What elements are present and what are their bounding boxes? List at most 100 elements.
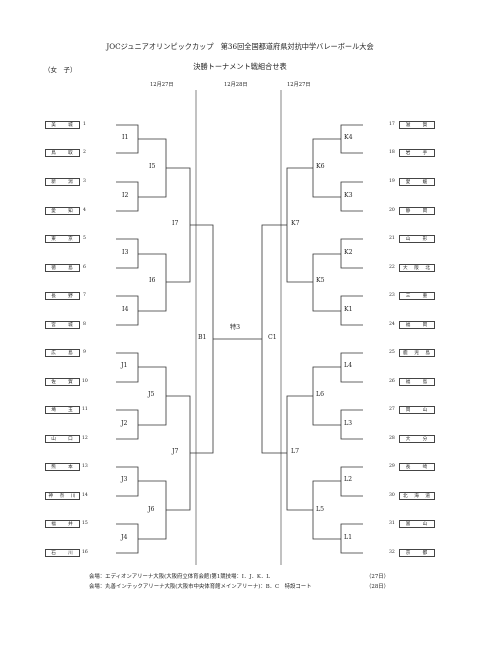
- team-box-25: 鹿 児 島: [399, 349, 435, 357]
- team-box-32: 京 都: [399, 549, 435, 557]
- seed-number-26: 26: [389, 379, 395, 384]
- match-K4: K4: [344, 134, 353, 141]
- team-box-3: 新 潟: [45, 178, 80, 186]
- match-I2: I2: [122, 192, 129, 199]
- venue-note-2-date: （28日）: [366, 584, 390, 590]
- team-box-26: 福 島: [399, 378, 435, 386]
- team-box-10: 佐 賀: [45, 378, 80, 386]
- team-box-17: 滋 賀: [399, 121, 435, 129]
- venue-note-2: 会場：丸善インテックアリーナ大阪(大阪市中央体育館メインアリーナ)：B．C 特設…: [89, 584, 312, 590]
- team-box-14: 神 奈 川: [45, 492, 80, 500]
- seed-number-31: 31: [389, 521, 395, 526]
- seed-number-13: 13: [82, 464, 88, 469]
- match-B1: B1: [198, 334, 207, 341]
- match-J7: J7: [172, 448, 179, 455]
- match-J5: J5: [148, 391, 155, 398]
- seed-number-32: 32: [389, 550, 395, 555]
- team-box-20: 静 岡: [399, 207, 435, 215]
- date-center: 12月28日: [224, 82, 248, 88]
- match-L6: L6: [316, 391, 325, 398]
- match-L5: L5: [316, 506, 325, 513]
- seed-number-19: 19: [389, 179, 395, 184]
- match-I1: I1: [122, 134, 129, 141]
- match-J6: J6: [148, 506, 155, 513]
- team-box-16: 石 川: [45, 549, 80, 557]
- team-box-28: 大 分: [399, 435, 435, 443]
- match-I6: I6: [149, 277, 156, 284]
- seed-number-1: 1: [83, 122, 86, 127]
- team-box-8: 宮 城: [45, 321, 80, 329]
- match-J3: J3: [121, 476, 128, 483]
- seed-number-12: 12: [82, 436, 88, 441]
- seed-number-30: 30: [389, 493, 395, 498]
- seed-number-29: 29: [389, 464, 395, 469]
- seed-number-21: 21: [389, 236, 395, 241]
- team-box-19: 愛 媛: [399, 178, 435, 186]
- seed-number-15: 15: [82, 521, 88, 526]
- match-I5: I5: [149, 163, 156, 170]
- seed-number-11: 11: [82, 407, 88, 412]
- seed-number-3: 3: [83, 179, 86, 184]
- team-box-11: 埼 玉: [45, 406, 80, 414]
- team-box-18: 岩 手: [399, 149, 435, 157]
- team-box-23: 三 重: [399, 292, 435, 300]
- team-box-30: 北 海 道: [399, 492, 435, 500]
- team-box-31: 富 山: [399, 520, 435, 528]
- match-K6: K6: [316, 163, 325, 170]
- seed-number-8: 8: [83, 322, 86, 327]
- category-label: （女 子）: [44, 66, 77, 74]
- venue-note-1-date: （27日）: [366, 574, 390, 580]
- seed-number-24: 24: [389, 322, 395, 327]
- team-box-21: 山 形: [399, 235, 435, 243]
- team-box-29: 長 崎: [399, 463, 435, 471]
- team-box-13: 熊 本: [45, 463, 80, 471]
- bracket-subtitle: 決勝トーナメント戦組合せ表: [193, 62, 287, 71]
- match-J2: J2: [121, 420, 128, 427]
- team-box-24: 福 岡: [399, 321, 435, 329]
- seed-number-2: 2: [83, 150, 86, 155]
- match-K7: K7: [291, 220, 300, 227]
- date-right: 12月27日: [287, 82, 311, 88]
- date-left: 12月27日: [150, 82, 174, 88]
- seed-number-5: 5: [83, 236, 86, 241]
- seed-number-9: 9: [83, 350, 86, 355]
- team-box-7: 長 野: [45, 292, 80, 300]
- team-box-4: 愛 知: [45, 207, 80, 215]
- match-I3: I3: [122, 249, 129, 256]
- seed-number-4: 4: [83, 208, 86, 213]
- seed-number-14: 14: [82, 493, 88, 498]
- match-K1: K1: [344, 306, 353, 313]
- seed-number-27: 27: [389, 407, 395, 412]
- team-box-1: 美 城: [45, 121, 80, 129]
- team-box-22: 大 阪 北: [399, 264, 435, 272]
- match-final: 特3: [230, 324, 241, 331]
- match-L7: L7: [291, 448, 300, 455]
- venue-note-1: 会場：エディオンアリーナ大阪(大阪府立体育会館)第1競技場：I．J．K．L: [89, 574, 270, 580]
- seed-number-25: 25: [389, 350, 395, 355]
- match-L3: L3: [344, 420, 353, 427]
- team-box-6: 徳 島: [45, 264, 80, 272]
- team-box-5: 東 京: [45, 235, 80, 243]
- match-K5: K5: [316, 277, 325, 284]
- team-box-2: 鳥 取: [45, 149, 80, 157]
- match-L1: L1: [344, 534, 353, 541]
- match-I7: I7: [172, 220, 179, 227]
- match-J1: J1: [121, 362, 128, 369]
- seed-number-7: 7: [83, 293, 86, 298]
- seed-number-6: 6: [83, 265, 86, 270]
- match-I4: I4: [122, 306, 129, 313]
- match-C1: C1: [268, 334, 277, 341]
- team-box-15: 福 井: [45, 520, 80, 528]
- seed-number-22: 22: [389, 265, 395, 270]
- match-L4: L4: [344, 362, 353, 369]
- seed-number-16: 16: [82, 550, 88, 555]
- seed-number-20: 20: [389, 208, 395, 213]
- match-K3: K3: [344, 192, 353, 199]
- seed-number-17: 17: [389, 122, 395, 127]
- tournament-title: JOCジュニアオリンピックカップ 第36回全国都道府県対抗中学バレーボール大会: [106, 42, 374, 51]
- seed-number-10: 10: [82, 379, 88, 384]
- match-J4: J4: [121, 534, 128, 541]
- seed-number-18: 18: [389, 150, 395, 155]
- seed-number-28: 28: [389, 436, 395, 441]
